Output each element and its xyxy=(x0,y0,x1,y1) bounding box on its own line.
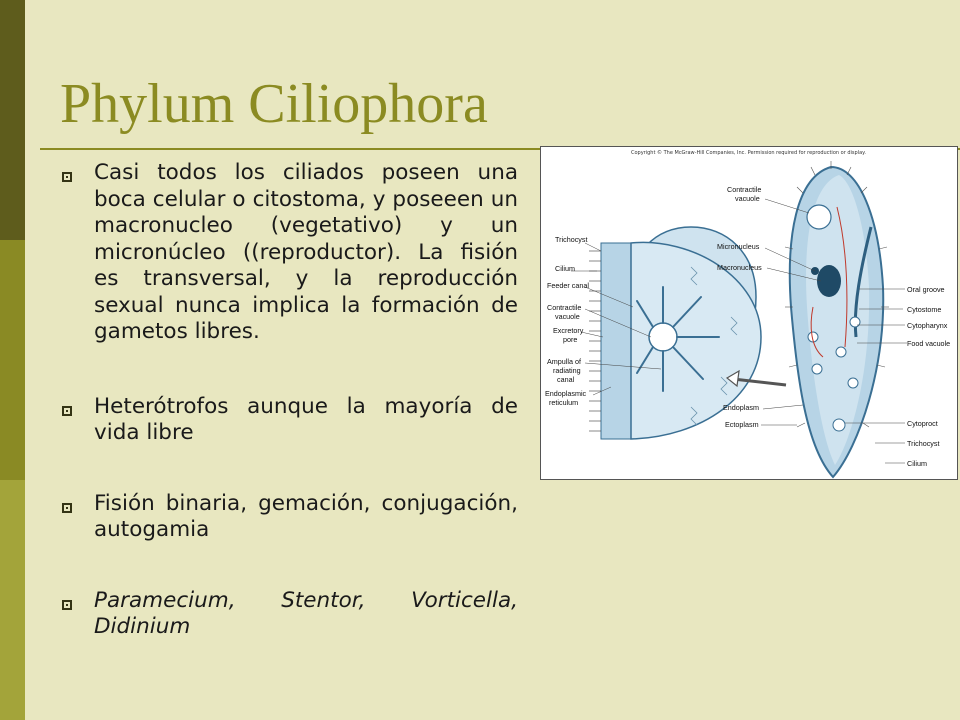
label-feeder-canal: Feeder canal xyxy=(547,281,589,290)
label-excretory-pore-l1: Excretory xyxy=(553,326,584,335)
label-trichocyst-right: Trichocyst xyxy=(907,439,939,448)
figure-copyright: Copyright © The McGraw-Hill Companies, I… xyxy=(631,150,866,156)
label-endoplasm: Endoplasm xyxy=(723,403,759,412)
leader-lines xyxy=(571,198,907,464)
paramecium-diagram: Copyright © The McGraw-Hill Companies, I… xyxy=(540,146,958,480)
paramecium-illustration: Trichocyst Cilium Feeder canal Contracti… xyxy=(545,161,950,479)
bullet-text: Fisión binaria, gemación, conjugación, a… xyxy=(94,490,518,543)
label-contractile-vacuole-mid-l2: vacuole xyxy=(735,194,760,203)
label-food-vacuole: Food vacuole xyxy=(907,339,950,348)
label-cytopharynx: Cytopharynx xyxy=(907,321,948,330)
label-endoplasmic-reticulum-l2: reticulum xyxy=(549,398,578,407)
slide-title: Phylum Ciliophora xyxy=(60,73,488,135)
paramecium-body-drawing xyxy=(784,161,889,479)
square-bullet-icon xyxy=(62,405,72,416)
label-endoplasmic-reticulum-l1: Endoplasmic xyxy=(545,389,587,398)
label-cilium: Cilium xyxy=(555,264,575,273)
bullet-item: Heterótrofos aunque la mayoría de vida l… xyxy=(60,394,518,447)
sidebar-band-mid xyxy=(0,240,25,480)
label-trichocyst: Trichocyst xyxy=(555,235,587,244)
label-ectoplasm: Ectoplasm xyxy=(725,420,759,429)
square-bullet-icon xyxy=(62,172,72,182)
bullet-text: Paramecium, Stentor, Vorticella, Didiniu… xyxy=(94,587,518,640)
sidebar-band-dark xyxy=(0,0,25,240)
bullet-text: Casi todos los ciliados poseen una boca … xyxy=(94,160,518,344)
title-underline xyxy=(40,148,960,150)
label-contractile-vacuole-mid-l1: Contractile xyxy=(727,185,761,194)
bullet-item: Casi todos los ciliados poseen una boca … xyxy=(60,160,518,346)
label-macronucleus: Macronucleus xyxy=(717,263,762,272)
label-cytoproct: Cytoproct xyxy=(907,419,938,428)
label-excretory-pore-l2: pore xyxy=(563,335,577,344)
bullet-item: Fisión binaria, gemación, conjugación, a… xyxy=(60,491,518,544)
label-contractile-vacuole-l1: Contractile xyxy=(547,303,581,312)
bullet-item: Paramecium, Stentor, Vorticella, Didiniu… xyxy=(60,588,518,641)
label-contractile-vacuole-l2: vacuole xyxy=(555,312,580,321)
square-bullet-icon xyxy=(62,599,72,610)
label-ampulla-l2: radiating xyxy=(553,366,581,375)
vacuole-detail-drawing xyxy=(589,226,762,440)
arrowhead-icon xyxy=(725,369,740,388)
label-ampulla-l1: Ampulla of xyxy=(547,357,581,366)
label-micronucleus: Micronucleus xyxy=(717,242,760,251)
square-bullet-icon xyxy=(62,502,72,513)
label-cilium-right: Cilium xyxy=(907,459,927,468)
detail-arrow xyxy=(732,377,787,387)
sidebar-band-light xyxy=(0,480,25,720)
label-ampulla-l3: canal xyxy=(557,375,575,384)
label-oral-groove: Oral groove xyxy=(907,285,945,294)
bullet-text: Heterótrofos aunque la mayoría de vida l… xyxy=(94,393,518,446)
bullet-list: Casi todos los ciliados poseen una boca … xyxy=(60,160,518,679)
label-cytostome: Cytostome xyxy=(907,305,941,314)
